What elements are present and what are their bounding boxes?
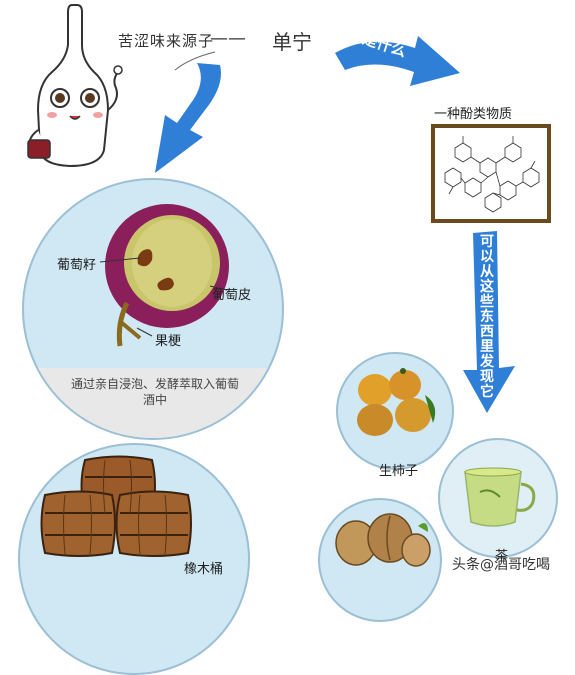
header-left-text: 苦涩味来源子: [118, 32, 215, 50]
arrow-from-where: [155, 63, 221, 173]
header-right-text: 单宁: [272, 30, 312, 54]
arrow-found-in: [463, 231, 515, 413]
oak-barrel-icon: [40, 455, 192, 557]
persimmon-icon: [357, 368, 436, 436]
grape-caption: 通过亲自浸泡、发酵萃取入葡萄酒中: [70, 377, 239, 407]
grape-illustration-icon: [99, 204, 229, 347]
persimmon-circle: [336, 352, 454, 470]
arrow-found-in-label: 可以从这些东西里发现它: [480, 234, 494, 400]
compound-box: [431, 124, 551, 223]
arrow-what-is: [335, 36, 460, 86]
header-dash: ——: [210, 28, 246, 49]
persimmon-label: 生柿子: [379, 464, 419, 479]
watermark: 头条@酒哥吃喝: [452, 557, 550, 573]
molecule-structure-icon: [444, 136, 540, 213]
walnut-icon: [335, 513, 431, 567]
compound-title: 一种酚类物质: [434, 107, 513, 122]
tea-label: 茶: [495, 549, 509, 564]
oak-label: 橡木桶: [184, 562, 224, 577]
grape-skin-label: 葡萄皮: [212, 288, 252, 303]
grape-stem-label: 果梗: [155, 334, 182, 349]
grape-caption-band: [24, 368, 282, 438]
bottle-mascot-icon: [27, 4, 123, 168]
tea-cup-icon: [464, 467, 536, 527]
grape-seed-label: 葡萄籽: [57, 258, 97, 273]
